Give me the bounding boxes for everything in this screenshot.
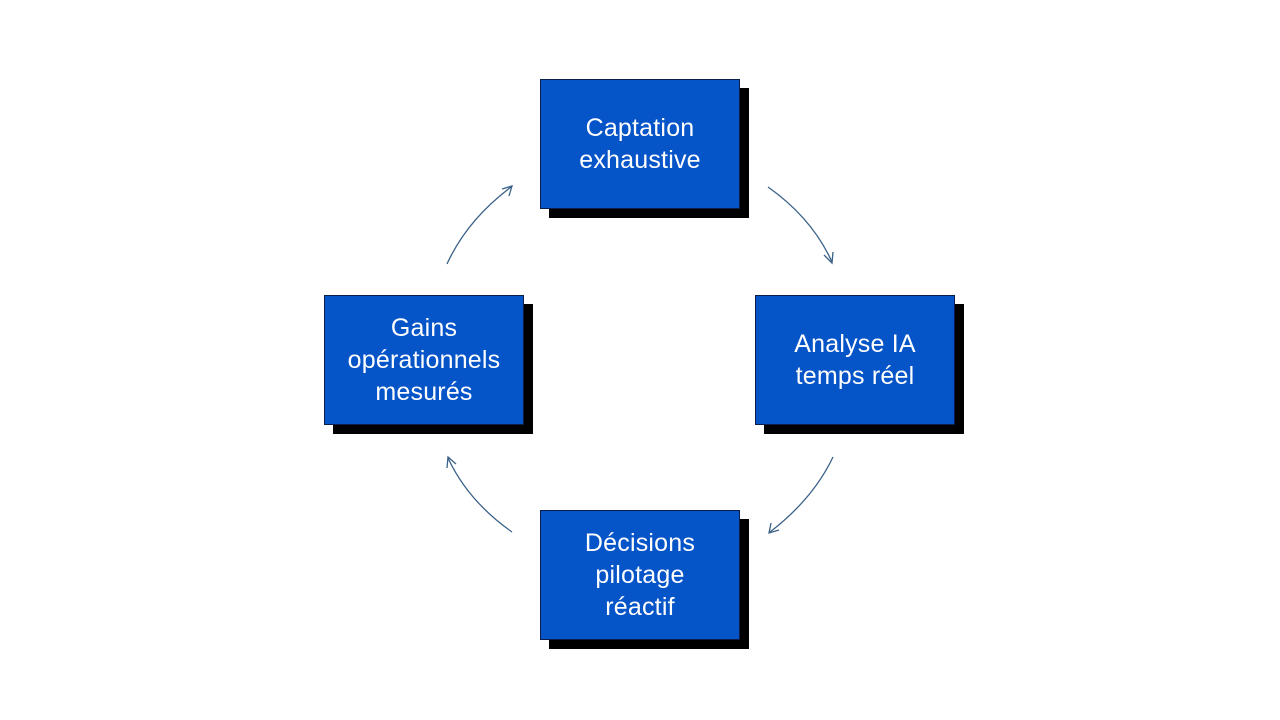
arrow-right-to-bottom <box>768 456 834 534</box>
node-box: Décisions pilotage réactif <box>540 510 740 640</box>
arrow-bottom-to-left <box>446 455 513 533</box>
arrow-right-to-bottom-head <box>768 522 780 534</box>
node-captation: Captation exhaustive <box>540 79 749 218</box>
node-analyse: Analyse IA temps réel <box>755 295 964 434</box>
arrow-left-to-top-head <box>501 185 513 197</box>
arrow-top-to-right-head <box>823 251 834 265</box>
arrow-left-to-top <box>446 185 513 265</box>
arrow-top-to-right <box>767 186 834 265</box>
arrow-right-to-bottom-line <box>769 456 834 533</box>
node-gains: Gains opérationnels mesurés <box>324 295 533 434</box>
node-label: Gains opérationnels mesurés <box>347 314 501 406</box>
node-decisions: Décisions pilotage réactif <box>540 510 749 649</box>
node-box: Captation exhaustive <box>540 79 740 209</box>
arrow-left-to-top-line <box>446 186 512 265</box>
node-label: Captation exhaustive <box>579 114 701 174</box>
node-box: Analyse IA temps réel <box>755 295 955 425</box>
arrow-bottom-to-left-line <box>447 457 513 533</box>
arrow-top-to-right-line <box>767 186 833 263</box>
node-label: Décisions pilotage réactif <box>584 529 696 621</box>
node-label: Analyse IA temps réel <box>794 330 916 390</box>
arrow-bottom-to-left-head <box>446 455 457 469</box>
node-box: Gains opérationnels mesurés <box>324 295 524 425</box>
